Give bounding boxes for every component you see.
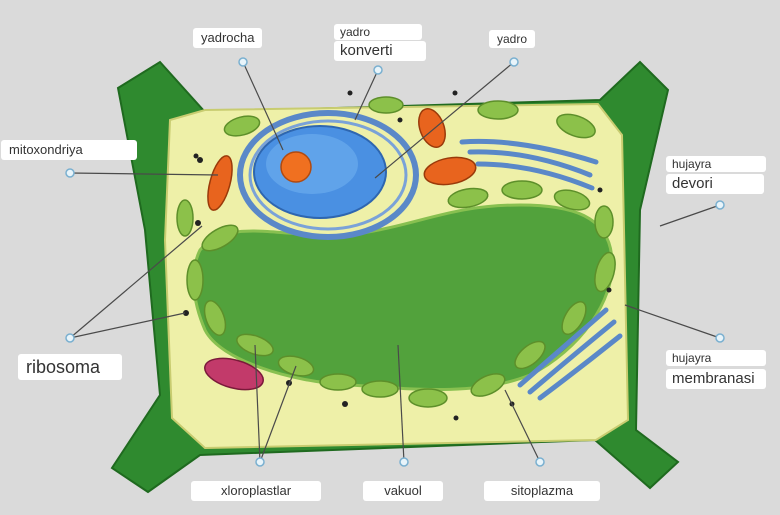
label-yadro-konverti-line1: yadro — [334, 24, 422, 40]
mitochondria — [207, 108, 477, 211]
chloroplasts — [176, 96, 616, 408]
label-hujayra-membranasi-line1: hujayra — [666, 350, 766, 366]
endoplasmic-reticulum — [459, 138, 623, 401]
label-hujayra-devori-line2: devori — [666, 174, 764, 194]
leader-pins — [65, 57, 725, 467]
nucleolus — [280, 151, 312, 183]
label-hujayra-membranasi-line2: membranasi — [666, 369, 766, 389]
label-vakuol: vakuol — [363, 481, 443, 501]
label-hujayra-devori-line1: hujayra — [666, 156, 766, 172]
leader-lines — [69, 61, 721, 463]
label-mitoxondriya: mitoxondriya — [1, 140, 137, 160]
label-xloroplastlar: xloroplastlar — [191, 481, 321, 501]
label-yadrocha: yadrocha — [193, 28, 263, 48]
label-ribosoma: ribosoma — [18, 354, 122, 380]
vesicle — [204, 357, 264, 391]
label-yadro-konverti-line2: konverti — [334, 41, 426, 61]
label-sitoplazma: sitoplazma — [484, 481, 600, 501]
label-yadro: yadro — [489, 30, 536, 48]
nuclear-envelope — [237, 110, 419, 240]
